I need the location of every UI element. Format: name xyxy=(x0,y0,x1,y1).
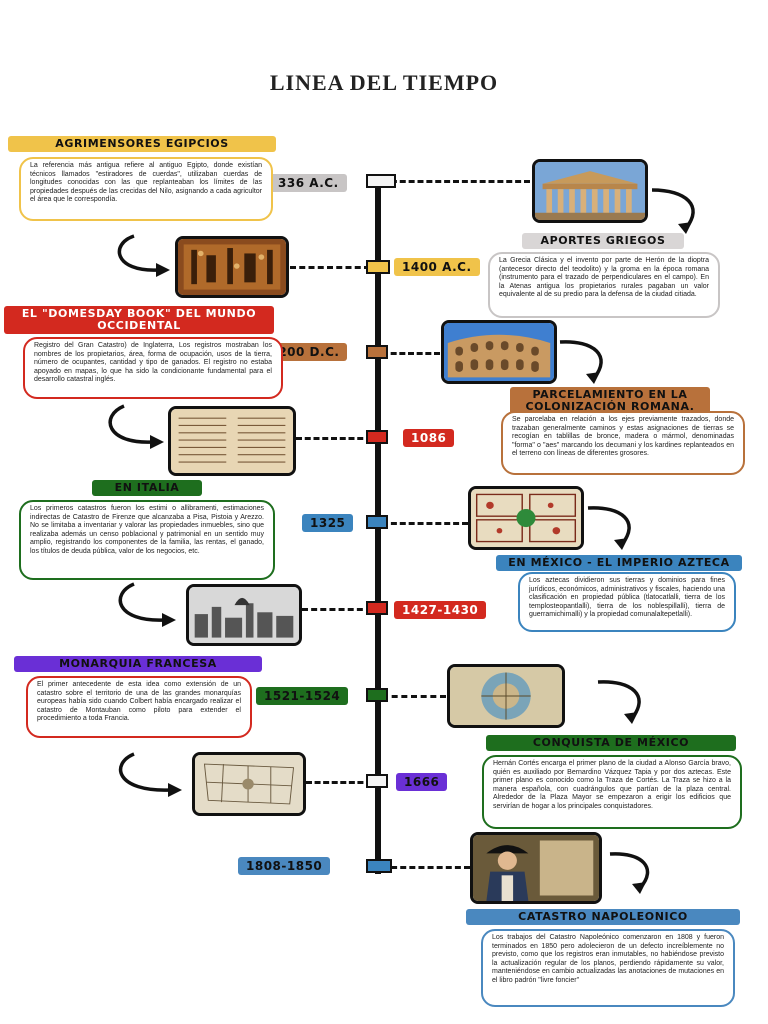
connector-line xyxy=(382,695,446,698)
page-title: LINEA DEL TIEMPO xyxy=(269,70,499,95)
event-description: Los aztecas dividieron sus tierras y dom… xyxy=(518,572,736,632)
curved-arrow-icon xyxy=(597,680,641,724)
timeline-marker xyxy=(366,601,388,615)
connector-line xyxy=(306,781,372,784)
date-label: 1086 xyxy=(403,429,455,447)
event-description: Los trabajos del Catastro Napoleónico co… xyxy=(481,929,735,1007)
date-label: 1808-1850 xyxy=(238,857,331,875)
date-label: 1666 xyxy=(396,773,448,791)
curved-arrow-icon xyxy=(117,234,170,277)
napoleon-portrait-image xyxy=(470,832,602,904)
connector-line xyxy=(296,437,372,440)
parthenon-photo xyxy=(532,159,648,223)
event-description: La Grecia Clásica y el invento por parte… xyxy=(488,252,720,318)
connector-line xyxy=(382,180,530,183)
curved-arrow-icon xyxy=(587,506,631,550)
timeline-marker xyxy=(366,260,390,274)
florence-city-image xyxy=(186,584,302,646)
domesday-book-image xyxy=(168,406,296,476)
event-heading: APORTES GRIEGOS xyxy=(522,233,684,250)
timeline-marker xyxy=(366,174,396,188)
event-heading: EL "DOMESDAY BOOK" DEL MUNDO OCCIDENTAL xyxy=(4,306,274,335)
connector-line xyxy=(302,608,372,611)
egyptian-mural-image xyxy=(175,236,289,298)
curved-arrow-icon xyxy=(108,404,164,449)
date-label: 336 A.C. xyxy=(270,174,347,192)
event-heading: EN MÉXICO - EL IMPERIO AZTECA xyxy=(496,555,742,572)
connector-line xyxy=(382,352,440,355)
timeline-marker xyxy=(366,688,388,702)
event-heading: CATASTRO NAPOLEONICO xyxy=(466,909,740,926)
curved-arrow-icon xyxy=(651,188,695,234)
date-label: 1400 A.C. xyxy=(394,258,480,276)
event-description: Hernán Cortés encarga el primer plano de… xyxy=(482,755,742,829)
event-heading: MONARQUIA FRANCESA xyxy=(14,656,262,673)
curved-arrow-icon xyxy=(118,582,176,627)
connector-line xyxy=(382,522,468,525)
colosseum-photo xyxy=(441,320,557,384)
event-heading: AGRIMENSORES EGIPCIOS xyxy=(8,136,276,153)
date-label: 1325 xyxy=(302,514,354,532)
aztec-codex-image xyxy=(468,486,584,550)
event-description: La referencia más antigua refiere al ant… xyxy=(19,157,273,221)
event-heading: EN ITALIA xyxy=(92,480,202,497)
connector-line xyxy=(382,866,470,869)
timeline-marker xyxy=(366,515,388,529)
event-description: El primer antecedente de esta idea como … xyxy=(26,676,252,738)
curved-arrow-icon xyxy=(559,340,603,384)
connector-line xyxy=(290,266,370,269)
old-city-map-image xyxy=(192,752,306,816)
date-label: 1521-1524 xyxy=(256,687,349,705)
timeline-marker xyxy=(366,859,392,873)
timeline-marker xyxy=(366,345,388,359)
event-heading: PARCELAMIENTO EN LA COLONIZACIÓN ROMANA. xyxy=(510,387,710,416)
event-description: Registro del Gran Catastro) de Inglaterr… xyxy=(23,337,283,399)
curved-arrow-icon xyxy=(118,752,182,797)
event-description: Se parcelaba en relación a los ejes prev… xyxy=(501,411,745,475)
date-label: 1427-1430 xyxy=(394,601,487,619)
timeline-marker xyxy=(366,430,388,444)
event-description: Los primeros catastros fueron los estimi… xyxy=(19,500,275,580)
timeline-marker xyxy=(366,774,388,788)
curved-arrow-icon xyxy=(609,852,650,894)
event-heading: CONQUISTA DE MÉXICO xyxy=(486,735,736,752)
tenochtitlan-map-image xyxy=(447,664,565,728)
